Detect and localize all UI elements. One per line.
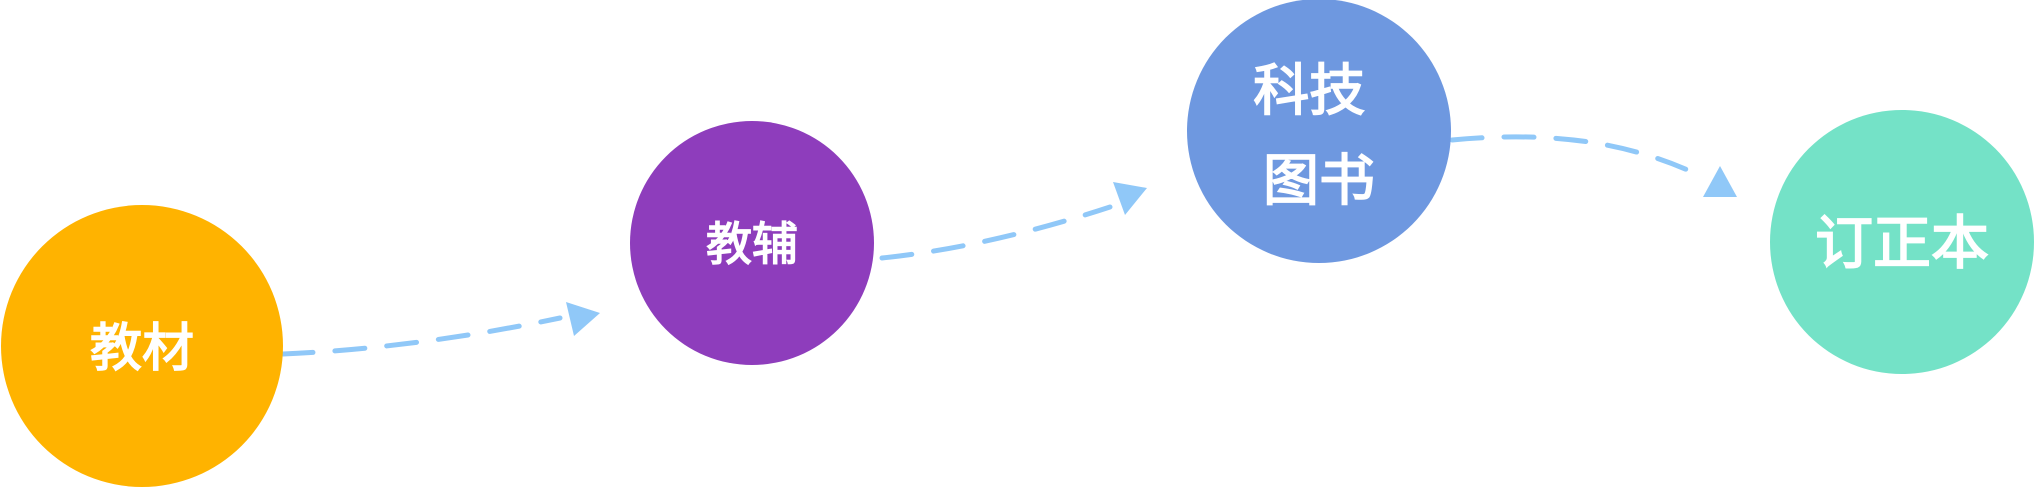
- node-circle: [1770, 110, 2034, 374]
- node-label: 教辅: [706, 217, 798, 271]
- node-keji-tushu: 科技 图书: [1187, 0, 1451, 263]
- arrowhead-3-to-4: [1703, 166, 1737, 197]
- node-circle: [1, 205, 283, 487]
- connector-3-to-4: [1449, 134, 1693, 174]
- node-dingzhengben: 订正本: [1770, 110, 2034, 374]
- node-jiaofu: 教辅: [630, 121, 874, 365]
- node-circle: [630, 121, 874, 365]
- node-label: 订正本: [1815, 209, 1989, 277]
- connector-1-to-2: [280, 315, 563, 357]
- node-circle: [1187, 0, 1451, 263]
- node-label: 科技 图书: [1253, 59, 1385, 214]
- arrowhead-2-to-3: [1113, 182, 1147, 215]
- connectors: [280, 134, 1737, 357]
- node-label: 教材: [90, 319, 194, 379]
- arrowhead-1-to-2: [566, 302, 600, 336]
- connector-2-to-3: [879, 204, 1113, 261]
- node-jiaocai: 教材: [1, 205, 283, 487]
